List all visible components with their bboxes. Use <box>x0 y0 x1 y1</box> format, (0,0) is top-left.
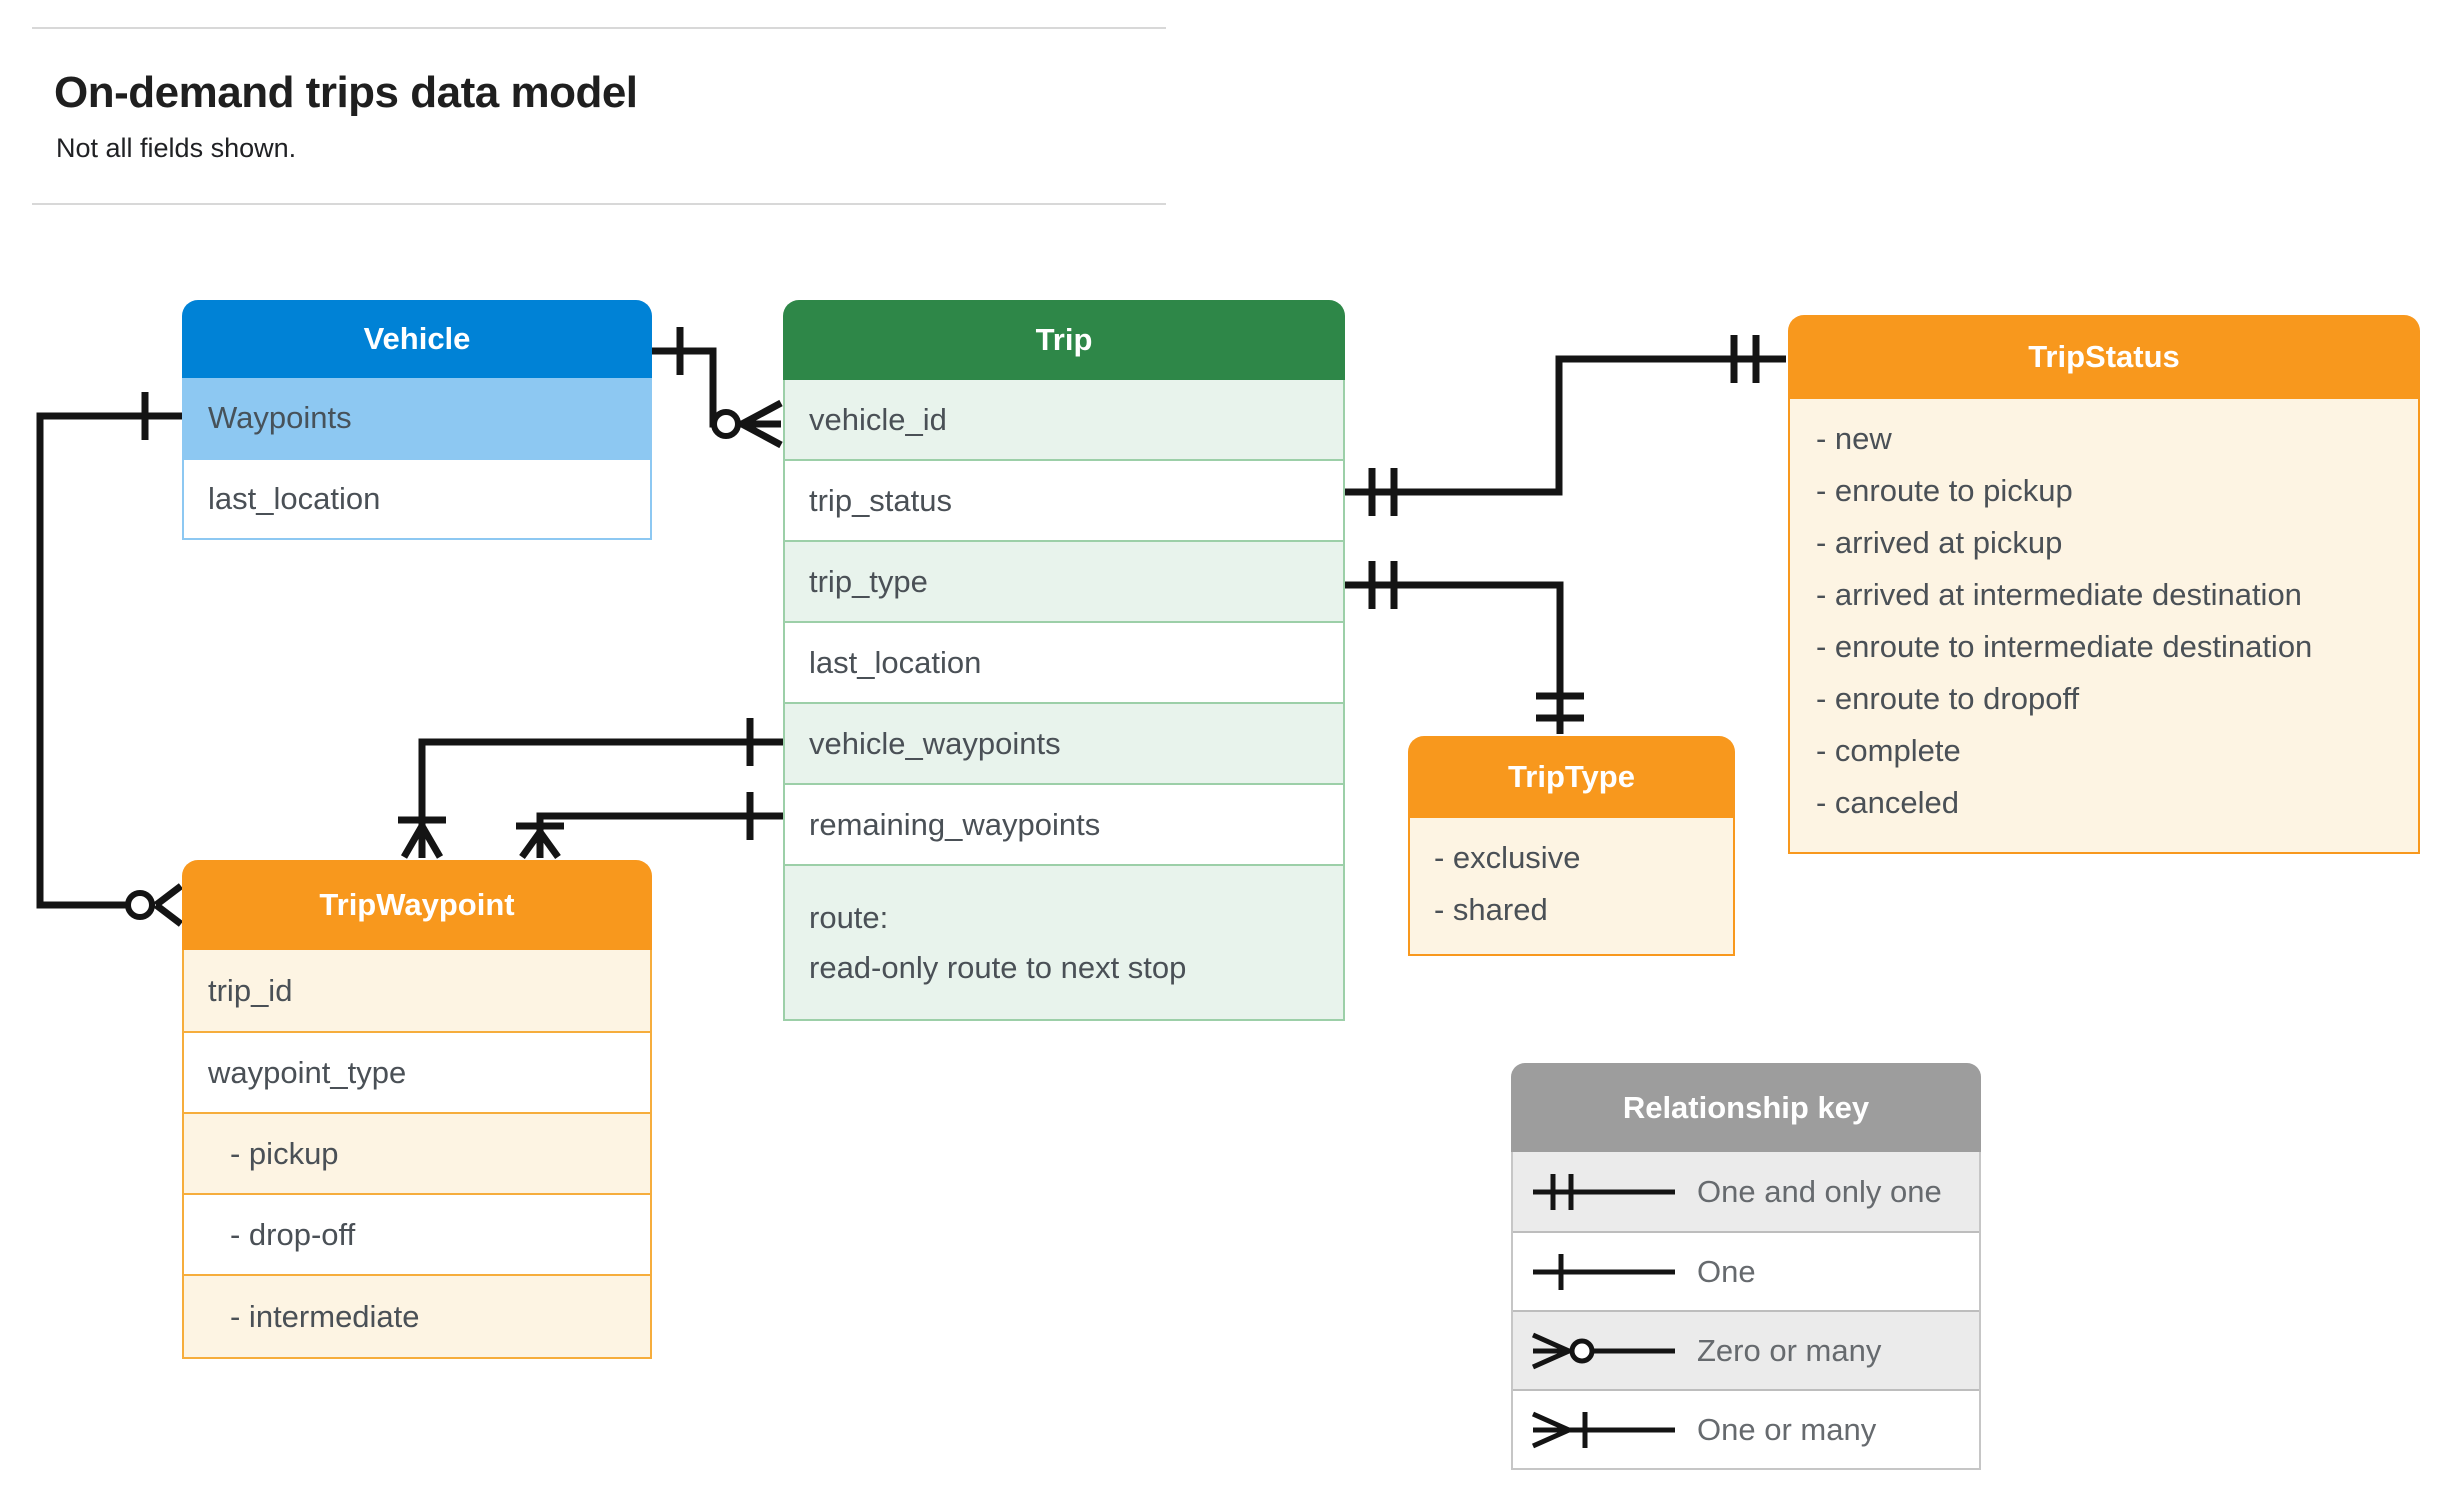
entity-header-vehicle: Vehicle <box>182 300 652 378</box>
field-row: Waypoints <box>184 378 650 458</box>
enum-value: - pickup <box>184 1112 650 1193</box>
field-row: trip_id <box>184 950 650 1031</box>
legend-label: One or many <box>1697 1411 1877 1447</box>
field-row-route: route: read-only route to next stop <box>785 866 1343 1019</box>
field-row: last_location <box>785 623 1343 704</box>
field-row: vehicle_id <box>785 380 1343 461</box>
legend-row: Zero or many <box>1513 1310 1979 1389</box>
enum-value: - enroute to dropoff <box>1816 681 2080 716</box>
field-row: trip_type <box>785 542 1343 623</box>
relationship-key-header: Relationship key <box>1511 1063 1981 1152</box>
entity-vehicle: Vehicle Waypoints last_location <box>182 300 652 540</box>
wire-trip-vehicle-waypoints <box>418 738 783 858</box>
field-row: last_location <box>184 458 650 538</box>
enum-value: - complete <box>1816 733 1961 768</box>
enum-value: - canceled <box>1816 785 1960 820</box>
entity-tripstatus: TripStatus - new - enroute to pickup - a… <box>1788 315 2420 854</box>
relationship-key: Relationship key One and only one One Ze… <box>1511 1063 1981 1470</box>
entity-body-triptype: - exclusive - shared <box>1408 818 1735 956</box>
legend-label: Zero or many <box>1697 1332 1882 1368</box>
wire-trip-remaining-waypoints <box>536 812 783 858</box>
entity-body-tripstatus: - new - enroute to pickup - arrived at p… <box>1788 399 2420 854</box>
enum-value: - shared <box>1434 892 1548 927</box>
field-row: waypoint_type <box>184 1031 650 1112</box>
divider <box>32 27 1166 29</box>
enum-value: - arrived at pickup <box>1816 525 2063 560</box>
field-row: vehicle_waypoints <box>785 704 1343 785</box>
entity-body-trip: vehicle_id trip_status trip_type last_lo… <box>783 380 1345 1021</box>
relationship-key-body: One and only one One Zero or many One or… <box>1511 1152 1981 1470</box>
field-row: trip_status <box>785 461 1343 542</box>
entity-header-trip: Trip <box>783 300 1345 380</box>
legend-row: One or many <box>1513 1389 1979 1468</box>
enum-value: - drop-off <box>184 1193 650 1274</box>
entity-body-tripwaypoint: trip_id waypoint_type - pickup - drop-of… <box>182 950 652 1359</box>
wire-trip-triptype <box>1345 581 1564 734</box>
one-and-only-one-icon <box>1533 1173 1675 1210</box>
zero-or-many-icon <box>1531 1332 1675 1369</box>
enum-value: - exclusive <box>1434 840 1581 875</box>
wire-vehicle-tripwaypoint <box>36 412 182 909</box>
enum-value: - intermediate <box>184 1274 650 1357</box>
wire-trip-tripstatus <box>1345 355 1786 496</box>
crow-foot-icon <box>740 399 783 449</box>
one-icon <box>1533 1253 1675 1290</box>
entity-header-tripwaypoint: TripWaypoint <box>182 860 652 950</box>
legend-row: One and only one <box>1513 1152 1979 1231</box>
zero-circle-icon <box>125 890 155 920</box>
route-description: read-only route to next stop <box>809 949 1187 985</box>
crow-foot-icon <box>519 829 561 860</box>
entity-header-triptype: TripType <box>1408 736 1735 818</box>
enum-value: - new <box>1816 421 1892 456</box>
entity-body-vehicle: Waypoints last_location <box>182 378 652 540</box>
legend-label: One <box>1697 1253 1756 1289</box>
legend-row: One <box>1513 1231 1979 1310</box>
entity-tripwaypoint: TripWaypoint trip_id waypoint_type - pic… <box>182 860 652 1359</box>
enum-value: - arrived at intermediate destination <box>1816 577 2302 612</box>
one-or-many-icon <box>1531 1411 1675 1448</box>
page-title: On-demand trips data model <box>54 68 638 117</box>
page-subtitle: Not all fields shown. <box>56 133 297 163</box>
crow-foot-icon <box>153 883 184 927</box>
entity-trip: Trip vehicle_id trip_status trip_type la… <box>783 300 1345 1021</box>
route-label: route: <box>809 899 889 935</box>
enum-value: - enroute to intermediate destination <box>1816 629 2313 664</box>
crow-foot-icon <box>400 824 444 859</box>
entity-triptype: TripType - exclusive - shared <box>1408 736 1735 956</box>
legend-label: One and only one <box>1697 1173 1942 1209</box>
entity-header-tripstatus: TripStatus <box>1788 315 2420 399</box>
zero-circle-icon <box>711 409 741 439</box>
field-row: remaining_waypoints <box>785 785 1343 866</box>
enum-value: - enroute to pickup <box>1816 473 2073 508</box>
divider <box>32 203 1166 205</box>
